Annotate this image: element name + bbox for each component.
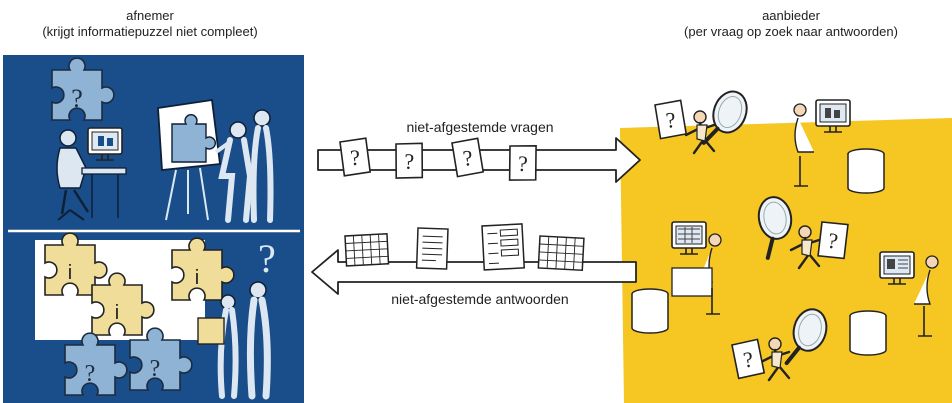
- puzzle-piece-icon: i: [91, 272, 155, 336]
- computer-icon: [671, 221, 707, 255]
- puzzle-piece-icon: ?: [64, 332, 128, 396]
- table-sheet-icon: [344, 233, 390, 267]
- list-sheet-icon: [415, 227, 449, 270]
- consumer-label: afnemer (krijgt informatiepuzzel niet co…: [0, 8, 300, 40]
- thinking-person-figure: ?: [197, 236, 276, 400]
- answers-arrow-label: niet-afgestemde antwoorden: [391, 291, 569, 307]
- svg-text:?: ?: [258, 236, 276, 281]
- consumer-title: afnemer: [126, 8, 174, 23]
- consumer-panel: ? i i: [3, 55, 304, 403]
- flipchart-figure: [157, 98, 222, 221]
- form-sheet-icon: [481, 223, 526, 271]
- svg-text:i: i: [115, 302, 119, 324]
- database-icon: [631, 288, 669, 334]
- provider-subtitle: (per vraag op zoek naar antwoorden): [684, 24, 898, 39]
- puzzle-piece-icon: i: [44, 232, 108, 296]
- provider-label: aanbieder (per vraag op zoek naar antwoo…: [630, 8, 952, 40]
- computer-icon: [879, 251, 915, 285]
- person-figure: [56, 129, 127, 221]
- worker-figure: [671, 233, 722, 315]
- puzzle-piece-icon: i: [171, 237, 235, 301]
- puzzle-piece-icon: ?: [129, 327, 193, 391]
- question-sheet-icon: [653, 99, 688, 140]
- question-sheet-icon: [506, 143, 539, 183]
- worker-figure: [793, 103, 814, 187]
- database-icon: [847, 148, 885, 194]
- question-sheet-icon: [393, 141, 425, 181]
- provider-title: aanbieder: [762, 8, 820, 23]
- answers-arrow: [311, 223, 637, 295]
- questions-arrow-label: niet-afgestemde vragen: [406, 119, 554, 135]
- svg-text:?: ?: [150, 356, 161, 382]
- consumer-subtitle: (krijgt informatiepuzzel niet compleet): [42, 24, 258, 39]
- puzzle-piece-icon: ?: [51, 57, 115, 121]
- computer-icon: [815, 99, 851, 133]
- svg-text:?: ?: [71, 84, 83, 113]
- database-icon: [849, 310, 887, 356]
- provider-panel: [620, 84, 952, 403]
- worker-figure: [914, 255, 939, 337]
- computer-icon: [87, 127, 123, 161]
- question-sheet-icon: [339, 137, 372, 177]
- svg-text:i: i: [195, 267, 199, 289]
- presenter-figure: [214, 109, 274, 223]
- question-sheet-icon: [815, 219, 851, 262]
- question-sheet-icon: [450, 137, 485, 178]
- table-sheet-icon: [537, 235, 585, 272]
- svg-text:?: ?: [85, 361, 96, 387]
- questions-arrow: [317, 137, 641, 183]
- svg-text:i: i: [68, 262, 72, 284]
